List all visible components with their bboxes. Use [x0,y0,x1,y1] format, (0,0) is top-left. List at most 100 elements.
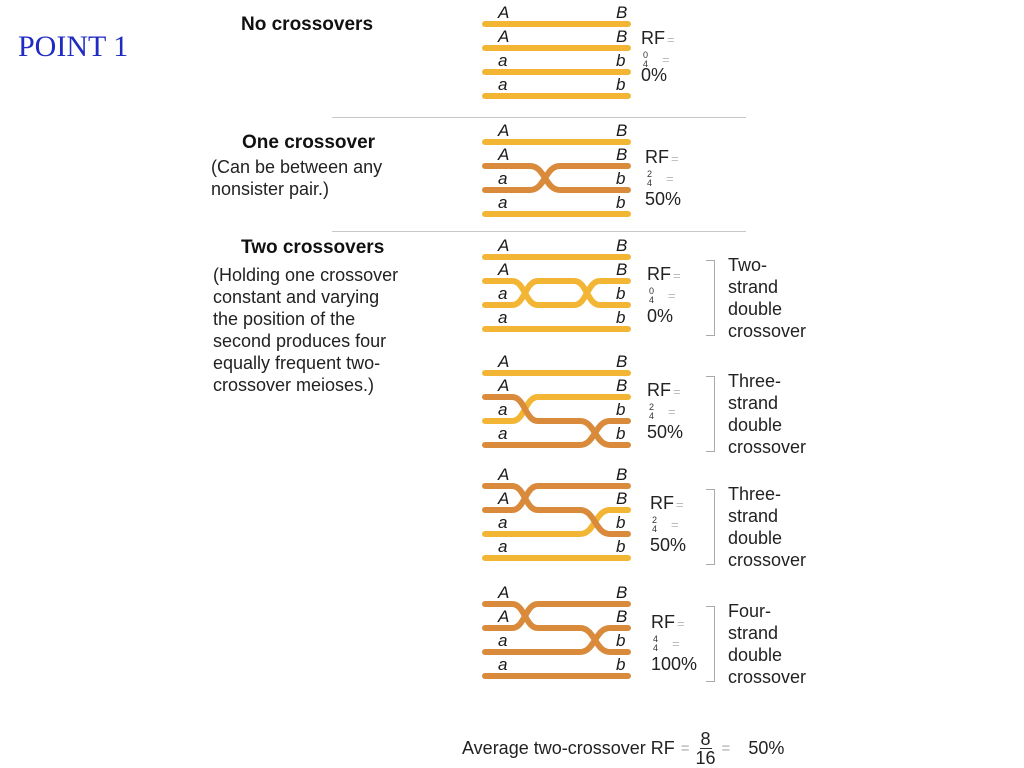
section-divider [332,117,746,118]
allele-label: A [497,352,509,371]
type-line: double [728,299,783,319]
type-line: crossover [728,667,807,687]
allele-label: B [616,376,627,395]
description-line: second produces four [213,331,387,351]
average-rf: Average two-crossover RF = 8 16 = 50% [462,730,784,767]
allele-label: a [498,400,507,419]
chromatid-strand [482,394,631,448]
equals-sign: = [662,51,670,67]
allele-label: b [616,513,625,532]
bracket [706,606,715,682]
allele-label: a [498,655,507,674]
description-line: (Holding one crossover [213,265,399,285]
chromatid-strand [482,601,631,631]
type-line: strand [728,277,779,297]
type-line: crossover [728,321,807,341]
allele-label: B [616,583,627,602]
allele-label: A [497,607,509,626]
type-line: strand [728,623,779,643]
allele-label: b [616,169,625,188]
rf-label: RF [641,28,665,48]
allele-label: A [497,489,509,508]
bracket [706,489,715,565]
rf-denominator: 4 [647,178,653,188]
rf-label: RF [647,264,671,284]
crossover-type-label: Three- strand double crossover [728,483,806,571]
description-line: nonsister pair.) [211,179,330,199]
description-line: crossover meioses.) [213,375,375,395]
allele-label: b [616,75,625,94]
description-line: the position of the [213,309,356,329]
section-divider [332,231,746,232]
rf-numerator: 2 [647,169,653,179]
type-line: crossover [728,437,807,457]
rf-label: RF [651,612,675,632]
rf-denominator: 4 [649,295,655,305]
rf-numerator: 2 [652,515,658,525]
allele-label: A [497,236,509,255]
rf-label: RF [647,380,671,400]
average-numerator: 8 [699,729,712,749]
allele-label: B [616,121,627,140]
description-one-crossover: (Can be between any nonsister pair.) [211,156,382,200]
type-line: strand [728,506,779,526]
allele-label: A [497,145,509,164]
description-line: constant and varying [213,287,380,307]
rf-denominator: 4 [643,59,649,69]
rf-percent: 50% [647,422,684,442]
type-line: double [728,415,783,435]
chromatid-strand [482,625,631,655]
chromatid-strand [482,483,631,537]
average-label: Average two-crossover RF [462,738,675,758]
chromatid-strand [482,278,631,308]
rf-percent: 50% [650,535,687,555]
type-line: Two- [728,255,768,275]
type-line: strand [728,393,779,413]
average-fraction: 8 16 [696,730,716,767]
allele-label: b [616,631,625,650]
description-two-crossovers: (Holding one crossover constant and vary… [213,264,398,396]
heading-two-crossovers: Two crossovers [241,237,385,258]
allele-label: B [616,145,627,164]
bracket [706,260,715,336]
allele-label: a [498,424,507,443]
rf-denominator: 4 [649,411,655,421]
heading-no-crossovers: No crossovers [241,14,374,35]
allele-label: A [497,583,509,602]
allele-label: a [498,513,507,532]
allele-label: B [616,489,627,508]
allele-label: a [498,75,507,94]
equals-sign: = [668,287,676,303]
equals-sign: = [680,740,690,757]
chromatid-strand [482,418,631,448]
rf-label: RF [645,147,669,167]
equals-sign: = [668,403,676,419]
chromatid-strand [482,163,631,193]
allele-label: b [616,193,625,212]
rf-numerator: 4 [653,634,659,644]
rf-percent: 50% [645,189,682,209]
crossover-type-label: Three- strand double crossover [728,370,806,458]
allele-label: B [616,607,627,626]
allele-label: B [616,27,627,46]
allele-label: B [616,236,627,255]
heading-one-crossover: One crossover [242,132,376,153]
type-line: double [728,528,783,548]
equals-sign: = [666,170,674,186]
allele-label: b [616,284,625,303]
rf-percent: 0% [647,306,674,326]
rf-label: RF [650,493,674,513]
allele-label: A [497,121,509,140]
rf-numerator: 0 [643,50,649,60]
equals-sign: = [671,151,679,166]
allele-label: b [616,51,625,70]
allele-label: b [616,400,625,419]
